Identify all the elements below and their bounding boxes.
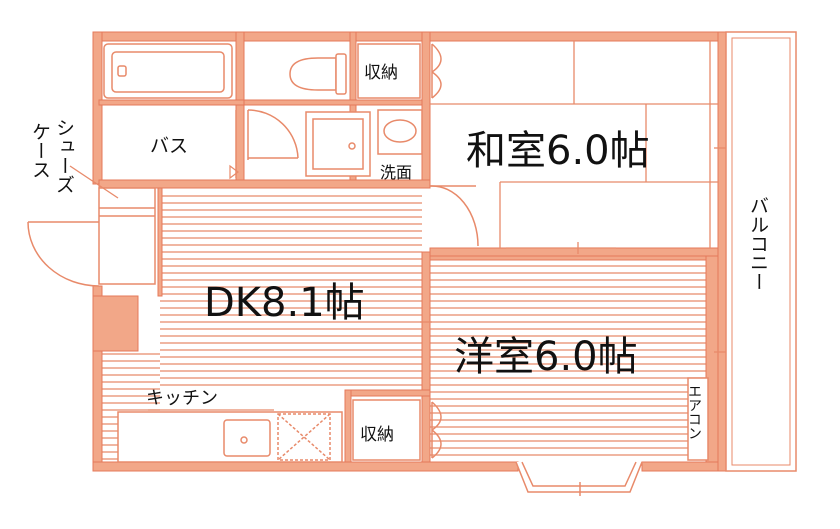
- bath-door-marker: [229, 164, 239, 180]
- shoe-case: [98, 187, 156, 285]
- toilet: [289, 53, 347, 95]
- storage-top-label: 収納: [364, 63, 398, 83]
- bay-window: [515, 461, 643, 496]
- dk-label: DK8.1帖: [204, 280, 365, 326]
- storage-bottom-label: 収納: [360, 425, 394, 445]
- bath-label: バス: [150, 135, 188, 157]
- storage-top: [357, 43, 442, 99]
- shoe-case-leader: [69, 165, 119, 199]
- youshitsu-label: 洋室6.0帖: [454, 334, 638, 380]
- storage-bottom: [352, 399, 442, 461]
- interior-walls: [98, 31, 719, 463]
- shoe-case-label-col1: シューズ: [53, 118, 75, 194]
- bathtub: [103, 43, 233, 99]
- youshitsu-floor-stripes: [430, 265, 714, 456]
- aircon-box: [687, 377, 709, 461]
- washroom-label: 洗面: [380, 163, 412, 182]
- entrance-door: [27, 221, 100, 287]
- aircon-label: エアコン: [686, 384, 702, 440]
- outer-walls: [92, 31, 727, 472]
- kitchen-label: キッチン: [146, 388, 218, 409]
- shoe-case-label-col2: ケース: [29, 122, 51, 179]
- washitsu-door: [429, 185, 479, 247]
- dk-floor-stripes: [160, 195, 422, 386]
- washitsu-label: 和室6.0帖: [466, 128, 650, 174]
- washroom-door: [247, 109, 299, 160]
- balcony-label: バルコニー: [747, 196, 769, 291]
- balcony-inner: [731, 37, 791, 466]
- balcony: [725, 31, 797, 472]
- shower-pan: [305, 111, 371, 177]
- kitchen-counter: [117, 411, 343, 463]
- washitsu-tatami: [430, 41, 726, 254]
- washbasin: [377, 109, 423, 155]
